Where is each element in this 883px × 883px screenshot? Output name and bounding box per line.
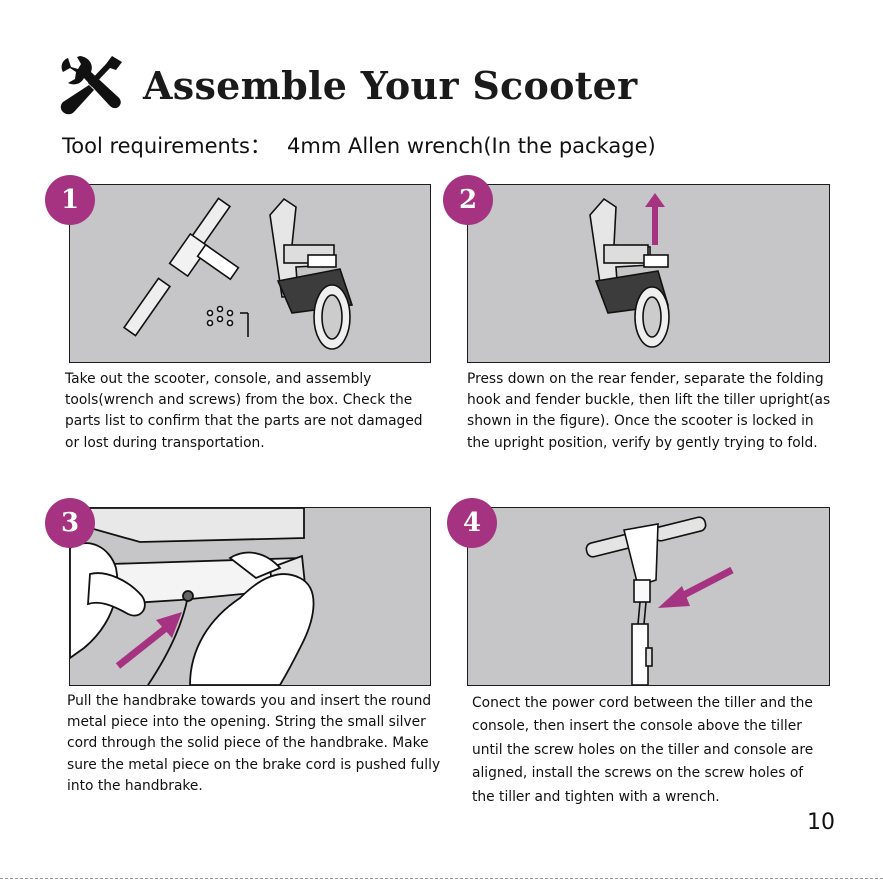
page-number: 10	[807, 810, 835, 835]
step-4-illustration	[467, 507, 830, 686]
step-1-text: Take out the scooter, console, and assem…	[65, 371, 423, 451]
scooter-unfold-illustration	[589, 193, 670, 348]
tool-requirements-value: 4mm Allen wrench(In the package)	[287, 134, 656, 158]
tool-requirements-label: Tool requirements：	[62, 134, 271, 158]
bottom-rule	[0, 878, 883, 879]
step-1-badge: 1	[45, 175, 95, 225]
step-1-illustration	[69, 184, 431, 363]
tools-icon	[60, 56, 122, 115]
console-tiller-illustration	[585, 516, 734, 685]
scooter-and-wrench-illustration	[122, 197, 354, 350]
tool-requirements: Tool requirements： 4mm Allen wrench(In th…	[62, 130, 656, 160]
step-2-badge: 2	[443, 175, 493, 225]
step-4-text: Conect the power cord between the tiller…	[472, 695, 814, 805]
step-4-badge: 4	[447, 498, 497, 548]
step-3-illustration	[69, 507, 431, 686]
step-3-text: Pull the handbrake towards you and inser…	[67, 693, 441, 794]
handbrake-illustration	[70, 508, 315, 685]
step-2-text: Press down on the rear fender, separate …	[467, 371, 831, 451]
page-title: Assemble Your Scooter	[143, 63, 638, 108]
step-3-badge: 3	[45, 498, 95, 548]
step-2-illustration	[467, 184, 830, 363]
